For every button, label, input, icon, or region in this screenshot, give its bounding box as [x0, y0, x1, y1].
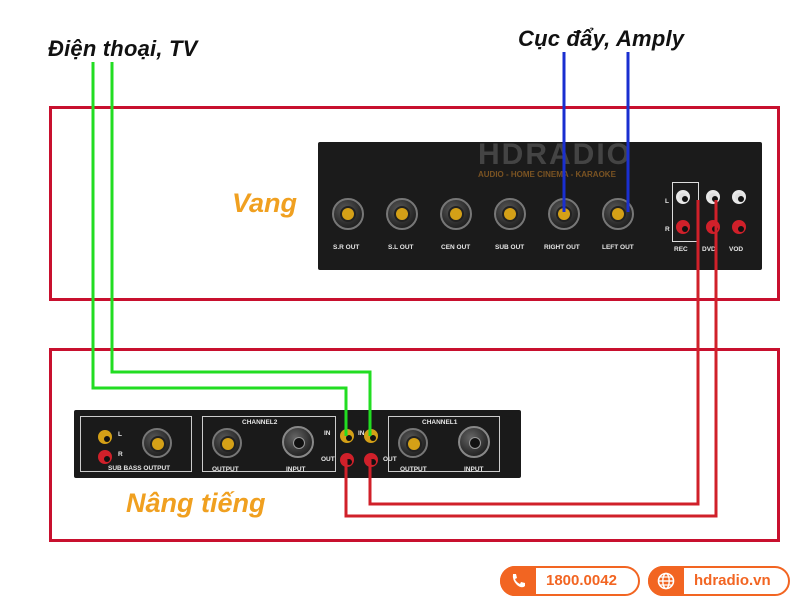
xlr-sl-out-connector — [386, 198, 418, 230]
green-wire-left — [91, 62, 348, 436]
rca-group-label: VOD — [729, 246, 744, 253]
sub-r-label: R — [118, 451, 123, 458]
ch2-input-label: INPUT — [286, 466, 306, 473]
website-badge[interactable]: hdradio.vn — [648, 566, 790, 596]
sub-bass-label: SUB BASS OUTPUT — [108, 465, 171, 472]
ch1-input-label: INPUT — [464, 466, 484, 473]
vang-label: Vang — [232, 188, 298, 218]
out-label-right: OUT — [383, 456, 397, 463]
output-label: CEN OUT — [441, 244, 471, 251]
hotline-badge[interactable]: 1800.0042 — [500, 566, 640, 596]
channel2-section — [202, 416, 336, 472]
rca-vod-l-jack — [732, 190, 746, 204]
xlr-left-out-connector — [602, 198, 634, 230]
channel1-section — [388, 416, 500, 472]
hotline-text: 1800.0042 — [546, 572, 617, 589]
output-label: S.R OUT — [333, 244, 360, 251]
watermark: HDRADIO — [478, 138, 632, 171]
channel-l-label: L — [665, 198, 669, 205]
sub-bass-section — [80, 416, 192, 472]
red-wire-outer — [344, 200, 718, 518]
sub-l-label: L — [118, 431, 122, 438]
xlr-ch2-output-connector — [212, 428, 242, 458]
red-wire-inner — [368, 200, 700, 506]
output-label: LEFT OUT — [602, 244, 634, 251]
out-label: OUT — [321, 456, 335, 463]
rca-group-label: DVD — [702, 246, 716, 253]
xlr-sub-output-connector — [142, 428, 172, 458]
website-text: hdradio.vn — [694, 572, 771, 589]
rca-vod-r-jack — [732, 220, 746, 234]
green-wire-right — [110, 62, 372, 436]
xlr-ch1-output-connector — [398, 428, 428, 458]
channel1-label: CHANNEL1 — [422, 419, 458, 426]
rca-sub-r-jack — [98, 450, 112, 464]
ch1-output-label: OUTPUT — [400, 466, 427, 473]
xlr-ch1-input-connector — [458, 426, 490, 458]
rca-group-label: REC — [674, 246, 688, 253]
vang-device-panel: HDRADIO AUDIO - HOME CINEMA - KARAOKE S.… — [318, 138, 762, 270]
channel2-label: CHANNEL2 — [242, 419, 278, 426]
vang-frame — [49, 106, 780, 301]
xlr-sr-out-connector — [332, 198, 364, 230]
globe-icon — [648, 566, 684, 596]
watermark-sub: AUDIO - HOME CINEMA - KARAOKE — [478, 170, 616, 179]
output-label: RIGHT OUT — [544, 244, 580, 251]
nang-tieng-frame — [49, 348, 780, 542]
xlr-sub-out-connector — [494, 198, 526, 230]
phone-tv-label: Điện thoại, TV — [48, 36, 198, 61]
amp-label: Cục đẩy, Amply — [518, 26, 685, 51]
in-label-right: IN — [358, 430, 365, 437]
phone-icon — [500, 566, 536, 596]
rca-rec-l-jack — [676, 190, 690, 204]
xlr-ch2-input-connector — [282, 426, 314, 458]
ch2-output-label: OUTPUT — [212, 466, 239, 473]
rca-rec-r-jack — [676, 220, 690, 234]
in-label: IN — [324, 430, 331, 437]
rca-sub-l-jack — [98, 430, 112, 444]
xlr-cen-out-connector — [440, 198, 472, 230]
output-label: SUB OUT — [495, 244, 525, 251]
nang-tieng-label: Nâng tiếng — [126, 488, 266, 518]
channel-r-label: R — [665, 226, 670, 233]
output-label: S.L OUT — [388, 244, 414, 251]
